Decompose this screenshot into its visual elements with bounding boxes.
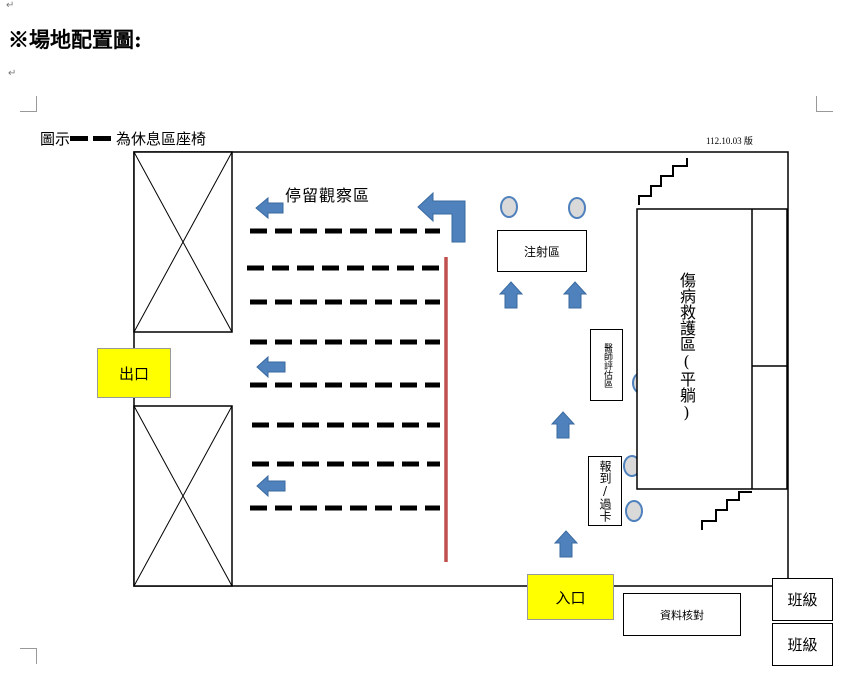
crop-mark [20, 648, 37, 649]
up-arrow-icon [562, 281, 588, 309]
doctor-evaluation-label: 醫師評估區 [602, 342, 612, 388]
crop-mark [816, 111, 833, 112]
rescue-area-box [636, 208, 788, 490]
class-box: 班級 [772, 578, 833, 621]
station-circle-icon [500, 196, 518, 218]
rescue-area-text: 傷病救護區(平躺) [676, 272, 696, 442]
paragraph-mark: ↵ [6, 0, 15, 11]
station-circle-icon [625, 500, 643, 522]
exit-label: 出口 [118, 364, 149, 383]
legend-label: 圖示 [40, 130, 71, 148]
left-arrow-icon [256, 355, 286, 379]
legend: 圖示 為休息區座椅 [40, 128, 206, 149]
data-check-desk: 資料核對 [623, 593, 741, 636]
checkin-area: 報到/過卡 [588, 456, 622, 526]
data-check-label: 資料核對 [660, 608, 704, 622]
left-arrow-icon [255, 196, 284, 220]
rescue-area-label: 傷病救護區(平躺) [677, 272, 696, 422]
bench-symbol [93, 136, 112, 141]
crop-mark [36, 648, 37, 664]
crop-mark [36, 96, 37, 112]
crop-mark [816, 96, 817, 112]
injection-area: 注射區 [497, 230, 587, 272]
left-lower-crossed-box [133, 405, 233, 587]
up-arrow-icon [550, 411, 576, 439]
doctor-evaluation-area: 醫師評估區 [590, 329, 623, 401]
class-label: 班級 [787, 636, 818, 654]
legend-text: 為休息區座椅 [116, 130, 207, 148]
entrance-sign: 入口 [527, 574, 614, 620]
page-title: ※場地配置圖: [8, 27, 142, 52]
turn-arrow-icon [417, 191, 466, 243]
station-circle-icon [568, 197, 586, 219]
paragraph-mark: ↵ [8, 68, 17, 79]
bench-symbol [70, 136, 89, 141]
left-arrows [255, 196, 286, 498]
crop-mark [20, 111, 37, 112]
lower-stairs-icon [701, 491, 752, 530]
entrance-label: 入口 [555, 588, 586, 607]
injection-area-label: 注射區 [523, 244, 560, 259]
up-arrow-icon [498, 281, 524, 309]
checkin-label: 報到/過卡 [598, 460, 612, 522]
left-arrow-icon [256, 474, 286, 498]
observation-area-label: 停留觀察區 [285, 186, 371, 205]
class-label: 班級 [787, 591, 818, 609]
class-box: 班級 [772, 623, 833, 666]
bench-rows [247, 228, 440, 511]
left-upper-crossed-box [133, 151, 233, 333]
exit-sign: 出口 [97, 348, 171, 398]
up-arrows [498, 281, 588, 558]
upper-stairs-icon [638, 158, 688, 205]
up-arrow-icon [553, 530, 579, 558]
version-label: 112.10.03 版 [706, 136, 753, 146]
